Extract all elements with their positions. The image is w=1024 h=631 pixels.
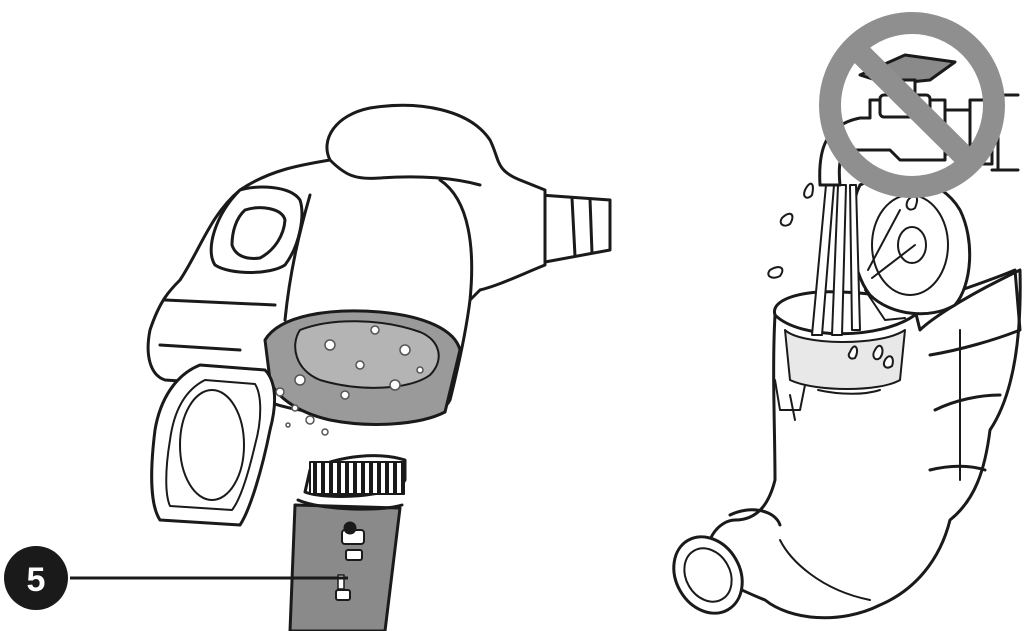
dust-cup-emptying-illustration xyxy=(148,105,610,631)
wand-connector xyxy=(540,195,610,262)
prohibited-sign-icon xyxy=(820,13,1018,197)
no-water-rinse-illustration xyxy=(660,13,1020,626)
dust-cup-lid xyxy=(152,365,275,525)
dust-cup-body xyxy=(707,270,1020,618)
callout-number: 5 xyxy=(27,561,46,599)
crevice-brush-tool-icon xyxy=(290,456,405,631)
